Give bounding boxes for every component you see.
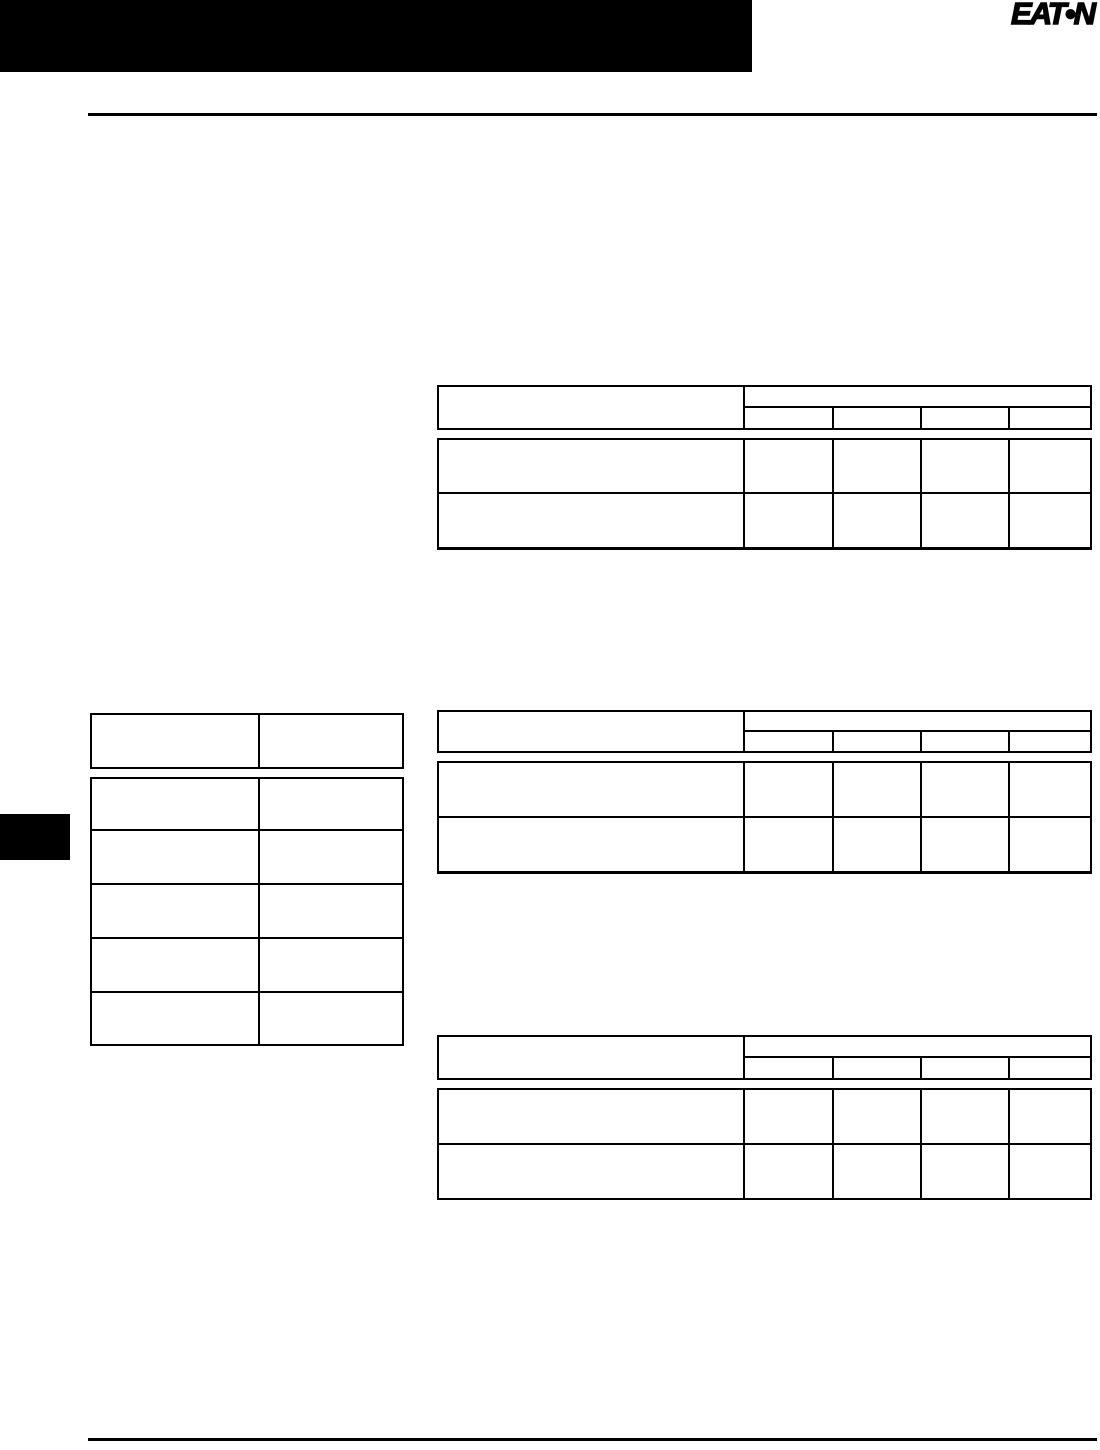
spec-table-bottom-right — [437, 1035, 1092, 1200]
table-cell — [437, 492, 745, 549]
header-description-cell — [437, 385, 745, 430]
header-cell — [90, 713, 260, 769]
table-cell — [920, 1088, 1010, 1145]
table-cell — [743, 816, 834, 873]
header-sub-cell — [920, 406, 1010, 430]
header-group-cell — [743, 385, 1092, 408]
table-cell — [90, 883, 260, 939]
table-cell — [258, 991, 404, 1046]
table-cell — [90, 991, 260, 1046]
table-cell — [743, 492, 834, 549]
spec-table-top-right-body — [437, 438, 1092, 550]
header-sub-cell — [920, 1056, 1010, 1080]
spec-table-middle-right — [437, 710, 1092, 874]
table-cell — [437, 761, 745, 818]
header-cell — [258, 713, 404, 769]
spec-table-left-header — [90, 713, 404, 769]
table-row — [90, 937, 404, 993]
header-sub-cell — [832, 1056, 922, 1080]
table-row — [437, 492, 1092, 549]
table-row — [437, 761, 1092, 818]
table-cell — [90, 777, 260, 831]
spec-table-middle-right-body — [437, 761, 1092, 874]
table-cell — [1008, 1088, 1092, 1145]
eaton-logo: EAT•N — [1010, 0, 1096, 32]
table-cell — [1008, 1143, 1092, 1200]
spec-table-left — [90, 713, 404, 1046]
header-group-cell — [743, 1035, 1092, 1058]
header-sub-cell — [832, 730, 922, 753]
section-tab-marker — [0, 814, 70, 860]
table-cell — [832, 438, 922, 494]
table-cell — [743, 761, 834, 818]
table-cell — [258, 883, 404, 939]
table-cell — [832, 761, 922, 818]
spec-table-top-right-header — [437, 385, 1092, 430]
table-row — [437, 816, 1092, 873]
table-cell — [920, 438, 1010, 494]
table-row — [90, 777, 404, 831]
header-sub-cell — [743, 730, 834, 753]
table-row — [90, 883, 404, 939]
header-description-cell — [437, 1035, 745, 1080]
header-sub-cell — [1008, 406, 1092, 430]
table-cell — [1008, 492, 1092, 549]
header-sub-cell — [743, 1056, 834, 1080]
table-cell — [920, 1143, 1010, 1200]
table-cell — [258, 777, 404, 831]
table-cell — [1008, 816, 1092, 873]
spec-table-top-right — [437, 385, 1092, 550]
table-cell — [832, 1143, 922, 1200]
header-group-cell — [743, 710, 1092, 732]
table-cell — [920, 761, 1010, 818]
spec-table-bottom-right-header — [437, 1035, 1092, 1080]
table-row — [437, 438, 1092, 494]
spec-table-left-body — [90, 777, 404, 1046]
table-cell — [832, 816, 922, 873]
header-sub-cell — [832, 406, 922, 430]
table-row — [90, 829, 404, 885]
header-sub-cell — [1008, 730, 1092, 753]
top-rule — [88, 113, 1097, 116]
table-cell — [90, 829, 260, 885]
table-row — [437, 1088, 1092, 1145]
header-sub-cell — [743, 406, 834, 430]
table-cell — [90, 937, 260, 993]
table-cell — [1008, 438, 1092, 494]
header-sub-cell — [920, 730, 1010, 753]
bottom-rule — [88, 1438, 1097, 1441]
table-cell — [832, 1088, 922, 1145]
table-cell — [258, 937, 404, 993]
spec-table-middle-right-header — [437, 710, 1092, 753]
table-cell — [832, 492, 922, 549]
table-cell — [920, 816, 1010, 873]
table-row — [437, 1143, 1092, 1200]
table-cell — [743, 1143, 834, 1200]
table-cell — [437, 1143, 745, 1200]
table-cell — [437, 1088, 745, 1145]
table-cell — [1008, 761, 1092, 818]
table-row — [90, 991, 404, 1046]
spec-table-bottom-right-body — [437, 1088, 1092, 1200]
table-cell — [437, 816, 745, 873]
table-cell — [920, 492, 1010, 549]
table-cell — [258, 829, 404, 885]
table-cell — [437, 438, 745, 494]
header-sub-cell — [1008, 1056, 1092, 1080]
header-banner — [0, 0, 752, 72]
table-cell — [743, 1088, 834, 1145]
table-cell — [743, 438, 834, 494]
header-description-cell — [437, 710, 745, 753]
